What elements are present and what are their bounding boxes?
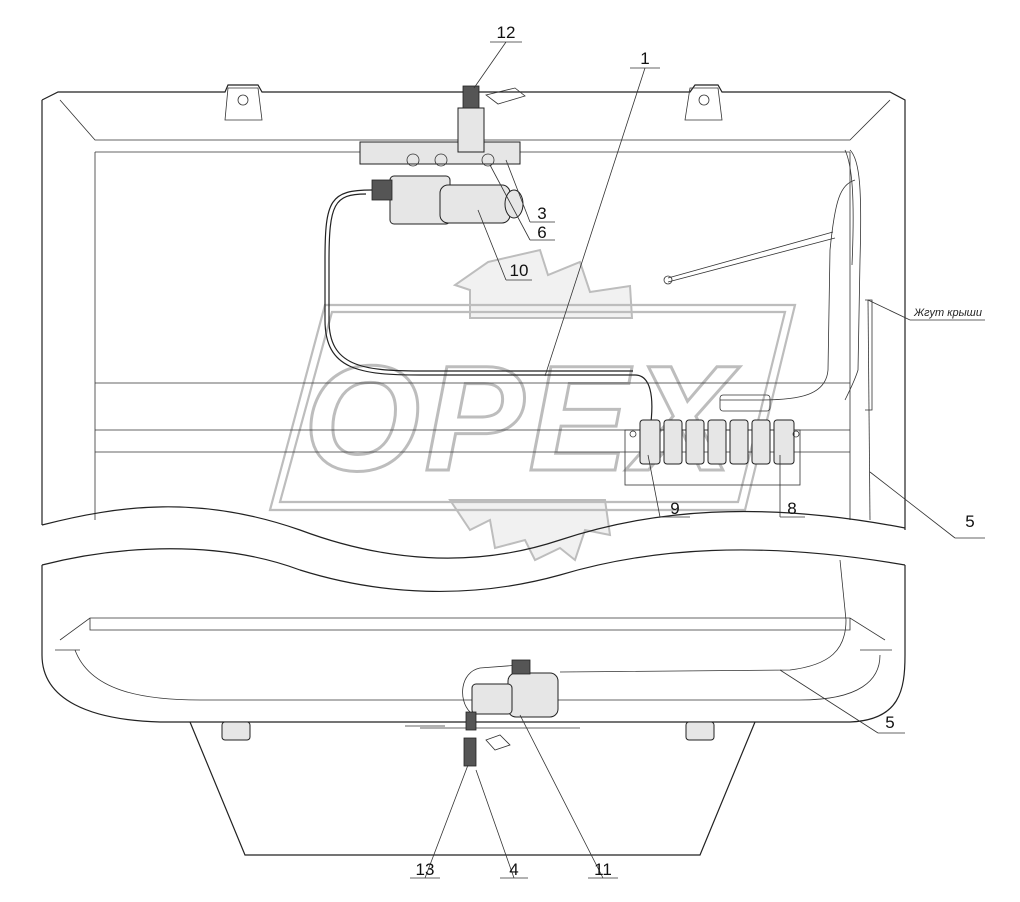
- callout-11: 11: [594, 860, 612, 879]
- callout-10: 10: [510, 261, 529, 280]
- wiring-harness: [324, 149, 873, 713]
- callout-6: 6: [537, 223, 546, 242]
- watermark-frame-inner: [278, 310, 787, 504]
- wiper-arm: [663, 231, 836, 285]
- roof-panel-upper: [41, 84, 906, 559]
- wiper-motor-top: [359, 141, 524, 225]
- beacon-top: [457, 85, 526, 153]
- callout-1: 1: [640, 49, 649, 68]
- callout-12: 12: [497, 23, 516, 42]
- callout-3: 3: [537, 204, 546, 223]
- watermark-text: OPEX: [304, 334, 741, 502]
- callout-4: 4: [509, 860, 518, 879]
- roof-harness-note: Жгут крыши: [913, 307, 982, 319]
- switch-panel: [624, 394, 801, 486]
- watermark-gear-icon: [452, 248, 634, 319]
- roof-panel-lower: [41, 548, 906, 856]
- leader-lines: [410, 41, 985, 879]
- callout-labels: 12 1 3 6 10 9 8 5 5 13 4 11 Жгут крыши: [416, 23, 982, 879]
- callout-5-lower: 5: [885, 713, 894, 732]
- callout-13: 13: [416, 860, 435, 879]
- wiper-motor-bottom: [405, 659, 559, 767]
- watermark-frame: [268, 303, 797, 512]
- callout-8: 8: [787, 499, 796, 518]
- watermark-gear-bottom-icon: [448, 499, 612, 562]
- watermark: OPEX: [268, 248, 797, 562]
- callout-5-upper: 5: [965, 512, 974, 531]
- callout-9: 9: [670, 499, 679, 518]
